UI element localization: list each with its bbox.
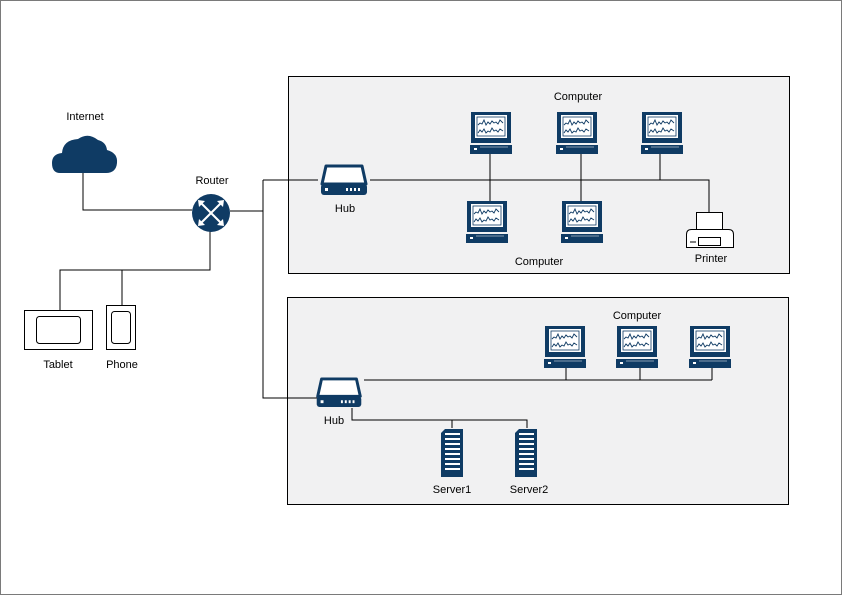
tablet-label: Tablet: [43, 359, 72, 371]
top-computers: Computer Computer: [466, 91, 683, 268]
internet-label: Internet: [66, 111, 103, 123]
computer-icon: [616, 326, 658, 368]
printer-icon: [686, 212, 734, 248]
phone-icon: [106, 305, 136, 350]
hub-top-label: Hub: [335, 203, 355, 215]
computer-icon: [561, 201, 603, 243]
tablet-icon: [24, 310, 93, 350]
hub-icon: [319, 164, 369, 196]
computer-icon: [689, 326, 731, 368]
server2-label: Server2: [510, 484, 549, 496]
internet-node: Internet: [52, 111, 118, 173]
server-backbone: [351, 408, 528, 428]
bottom-computers: Computer: [544, 310, 731, 368]
router-hubs-link: [262, 180, 317, 399]
printer-node: Printer: [686, 212, 734, 265]
server1-node: Server1: [433, 429, 472, 496]
server1-label: Server1: [433, 484, 472, 496]
router-label: Router: [195, 175, 228, 187]
computer-icon: [470, 112, 512, 154]
computer-top-upper-label: Computer: [554, 91, 603, 103]
server-icon: [515, 429, 537, 477]
hub-bottom-label: Hub: [324, 415, 344, 427]
internet-router-link: [82, 173, 192, 211]
hub-bottom-node: Hub: [315, 377, 363, 427]
computer-icon: [544, 326, 586, 368]
hub-top-node: Hub: [319, 164, 369, 215]
computer-icon: [466, 201, 508, 243]
top-hub-backbone: [370, 179, 710, 212]
phone-label: Phone: [106, 359, 138, 371]
hub-icon: [315, 377, 363, 408]
server2-node: Server2: [510, 429, 549, 496]
cloud-icon: [52, 135, 118, 173]
computer-bottom-label: Computer: [613, 310, 662, 322]
router-icon: [192, 194, 230, 232]
printer-label: Printer: [695, 253, 728, 265]
computer-icon: [556, 112, 598, 154]
server-icon: [441, 429, 463, 477]
phone-node: Phone: [106, 305, 138, 371]
router-tablet-link: [59, 231, 211, 310]
computer-icon: [641, 112, 683, 154]
router-node: Router: [192, 175, 230, 232]
computer-top-lower-label: Computer: [515, 256, 564, 268]
tablet-node: Tablet: [24, 310, 93, 371]
connection-lines: [59, 153, 713, 428]
